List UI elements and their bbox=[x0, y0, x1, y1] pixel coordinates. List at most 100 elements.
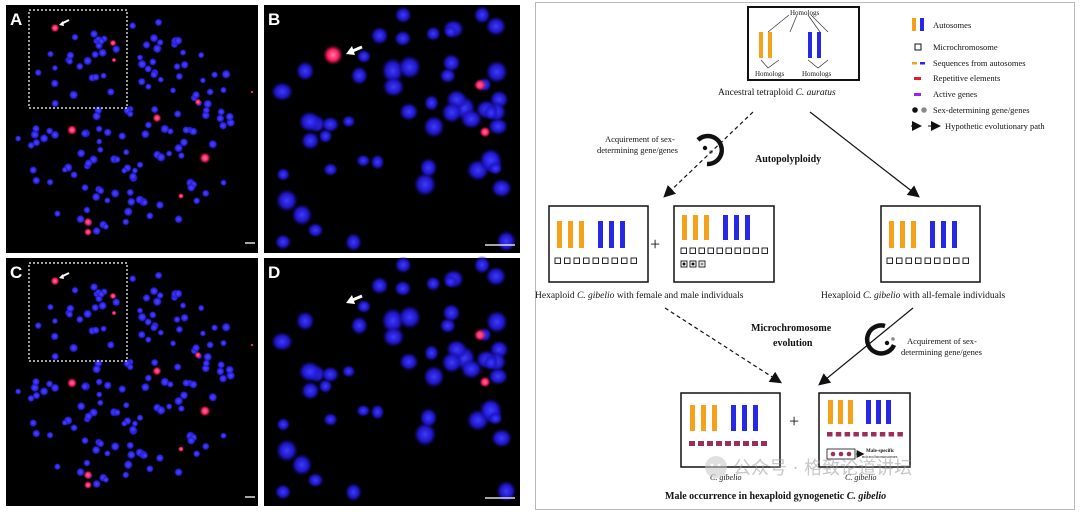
chromosome-dot bbox=[51, 352, 60, 361]
chromosome-blob bbox=[490, 178, 513, 199]
chromosome-dot bbox=[145, 464, 154, 473]
fish-signal-dot bbox=[194, 351, 202, 359]
panel-c-arrow-icon bbox=[59, 272, 70, 279]
sex-gene-dot bbox=[691, 262, 695, 266]
chromosome-blob bbox=[274, 233, 292, 250]
chromosome-dot bbox=[173, 143, 184, 153]
evolved-microchromosome bbox=[827, 432, 833, 437]
chromosome-blob bbox=[307, 472, 324, 488]
chromosome-dot bbox=[208, 139, 218, 149]
chromosome-dot bbox=[173, 36, 183, 46]
fish-signal-dot bbox=[84, 481, 92, 489]
chromosome-dot bbox=[145, 211, 154, 220]
microchromosome bbox=[716, 247, 723, 254]
chromosome-dot bbox=[192, 197, 201, 205]
chromosome-dot bbox=[201, 442, 210, 451]
chromosome-dot bbox=[208, 392, 218, 402]
legend-sequences: Sequences from autosomes bbox=[933, 58, 1026, 68]
chromosome-dot bbox=[61, 419, 69, 426]
chromosome-dot bbox=[152, 296, 163, 307]
chromosome-dot bbox=[91, 192, 101, 202]
chromosome-dot bbox=[152, 43, 163, 54]
chromosome-dot bbox=[144, 83, 152, 91]
chromosome-dot bbox=[144, 374, 153, 382]
chromosome-blob bbox=[291, 453, 313, 477]
chromosome-blob bbox=[370, 154, 385, 170]
chromosome-dot bbox=[142, 40, 151, 50]
chromosome-dot bbox=[155, 453, 165, 463]
chromosome-dot bbox=[126, 450, 136, 460]
watermark: 公众号 · 格致论道讲坛 bbox=[705, 456, 912, 479]
chromosome-dot bbox=[144, 121, 153, 129]
chromosome-blob bbox=[441, 101, 463, 124]
chromosome-dot bbox=[179, 390, 189, 400]
evolved-microchromosome bbox=[698, 441, 704, 446]
chromosome-dot bbox=[98, 48, 108, 58]
legend-sex-gene-grey-icon bbox=[921, 107, 927, 113]
wechat-logo-icon bbox=[705, 456, 727, 478]
chromosome-dot bbox=[113, 408, 121, 417]
autosome-bar bbox=[704, 215, 709, 240]
chromosome-dot bbox=[148, 58, 157, 66]
chromosome-dot bbox=[68, 343, 79, 353]
microchromosome bbox=[886, 257, 893, 264]
legend-sex-gene-black-icon bbox=[912, 107, 918, 113]
chromosome-dot bbox=[203, 352, 213, 362]
chromosome-blob bbox=[344, 482, 363, 502]
fish-signal-dot bbox=[178, 446, 184, 452]
microchromosome bbox=[953, 257, 960, 264]
chromosome-dot bbox=[50, 332, 59, 341]
chromosome-dot bbox=[141, 198, 149, 207]
fish-signal-dot bbox=[152, 113, 162, 123]
chromosome-blob bbox=[487, 117, 509, 136]
chromosome-dot bbox=[173, 362, 182, 372]
chromosome-dot bbox=[80, 129, 89, 138]
legend-micro-swatch bbox=[914, 43, 922, 51]
fish-signal-dot bbox=[109, 292, 117, 300]
chromosome-dot bbox=[165, 403, 173, 410]
chromosome-blob bbox=[413, 172, 437, 197]
chromosome-dot bbox=[186, 183, 196, 192]
chromosome-dot bbox=[91, 445, 101, 455]
chromosome-blob bbox=[425, 276, 442, 292]
chromosome-dot bbox=[95, 125, 103, 133]
homologs-left-label: Homologs bbox=[755, 70, 784, 78]
chromosome-dot bbox=[95, 378, 103, 386]
autosome-bar bbox=[557, 221, 562, 248]
chromosome-dot bbox=[46, 178, 54, 186]
evolved-microchromosome bbox=[689, 441, 695, 446]
legend-blue-swatch bbox=[920, 18, 924, 31]
chromosome-dot bbox=[157, 76, 165, 83]
chromosome-dot bbox=[34, 321, 42, 330]
chromosome-dot bbox=[91, 73, 100, 82]
chromosome-dot bbox=[173, 109, 182, 119]
chromosome-dot bbox=[102, 476, 110, 484]
acquire-right-line1: Acquirement of sex- bbox=[907, 336, 977, 346]
microchromosome bbox=[962, 257, 969, 264]
chromosome-dot bbox=[144, 318, 153, 326]
chromosome-dot bbox=[91, 50, 100, 59]
autosome-bar bbox=[734, 215, 739, 240]
chromosome-blob bbox=[355, 404, 371, 418]
fish-signal-dot bbox=[67, 125, 77, 135]
chromosome-dot bbox=[102, 223, 110, 231]
autosome-bar bbox=[712, 405, 717, 431]
chromosome-dot bbox=[136, 161, 144, 169]
microchromosome bbox=[752, 247, 759, 254]
microchromosome bbox=[698, 247, 705, 254]
ancestral-caption: Ancestral tetraploid C. auratus bbox=[718, 88, 836, 98]
chromosome-blob bbox=[341, 114, 356, 128]
legend-orange-swatch bbox=[912, 18, 916, 31]
chromosome-dot bbox=[179, 137, 189, 147]
microchromosome bbox=[573, 257, 580, 264]
chromosome-dot bbox=[189, 380, 198, 389]
chromosome-dot bbox=[206, 341, 214, 349]
chromosome-dot bbox=[91, 364, 102, 374]
chromosome-dot bbox=[75, 315, 84, 324]
chromosome-dot bbox=[118, 131, 127, 141]
chromosome-dot bbox=[53, 210, 61, 218]
autosome-bar bbox=[828, 400, 833, 424]
chromosome-blob bbox=[356, 49, 372, 64]
chromosome-blob bbox=[393, 30, 412, 47]
microchromosome bbox=[564, 257, 571, 264]
